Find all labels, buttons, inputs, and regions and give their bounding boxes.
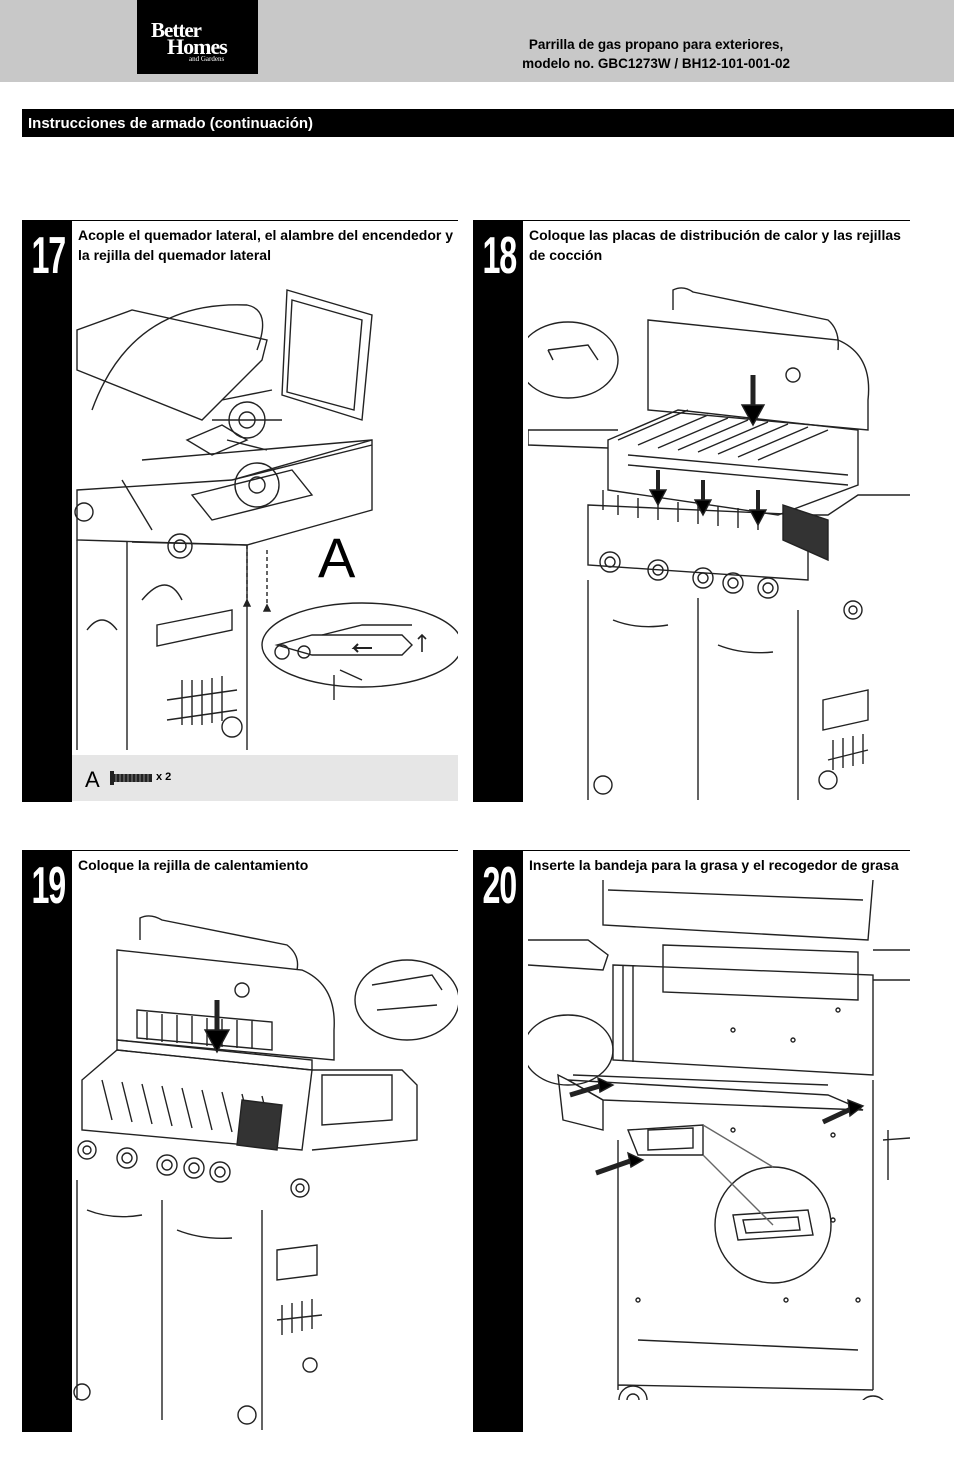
section-title: Instrucciones de armado (continuación) xyxy=(22,109,954,137)
parts-label: A xyxy=(85,767,100,792)
parts-panel: A x 2 xyxy=(72,755,458,801)
step-number-column: 18 xyxy=(473,220,523,802)
document-title-line1: Parrilla de gas propano para exteriores, xyxy=(528,37,784,52)
brand-line2: Homes xyxy=(167,34,228,59)
step-17: 17 Acople el quemador lateral, el alambr… xyxy=(22,220,458,802)
grill-illustration xyxy=(528,880,910,1400)
grill-illustration xyxy=(74,289,458,750)
step-rule xyxy=(72,220,458,221)
step-caption: Coloque las placas de distribución de ca… xyxy=(529,227,901,263)
document-title: Parrilla de gas propano para exteriores,… xyxy=(522,35,790,73)
step-number-column: 17 xyxy=(22,220,72,802)
step-number: 19 xyxy=(31,857,67,915)
step-number: 20 xyxy=(482,857,518,915)
brand-line1: Better xyxy=(151,18,202,42)
step-number: 18 xyxy=(482,227,518,285)
brand-line3: and Gardens xyxy=(189,55,225,63)
step-number: 17 xyxy=(31,227,67,285)
screw-icon xyxy=(110,771,152,785)
step-20: 20 Inserte la bandeja para la grasa y el… xyxy=(473,850,910,1432)
grill-illustration xyxy=(528,287,910,800)
step-rule xyxy=(523,220,910,221)
step-caption: Coloque la rejilla de calentamiento xyxy=(78,857,309,873)
step-caption: Acople el quemador lateral, el alambre d… xyxy=(78,227,454,263)
parts-quantity: x 2 xyxy=(156,771,172,783)
step-number-column: 19 xyxy=(22,850,72,1432)
step-19: 19 Coloque la rejilla de calentamiento xyxy=(22,850,458,1432)
step-number-column: 20 xyxy=(473,850,523,1432)
step-rule xyxy=(72,850,458,851)
step-caption: Inserte la bandeja para la grasa y el re… xyxy=(529,857,899,873)
grill-illustration xyxy=(73,915,458,1430)
header-bar: Better Homes and Gardens Parrilla de gas… xyxy=(0,0,954,82)
step-rule xyxy=(523,850,910,851)
brand-logo: Better Homes and Gardens xyxy=(137,0,258,74)
step-18: 18 Coloque las placas de distribución de… xyxy=(473,220,910,802)
document-title-line2: modelo no. GBC1273W / BH12-101-001-02 xyxy=(522,56,790,71)
callout-label-a: A xyxy=(318,526,356,589)
